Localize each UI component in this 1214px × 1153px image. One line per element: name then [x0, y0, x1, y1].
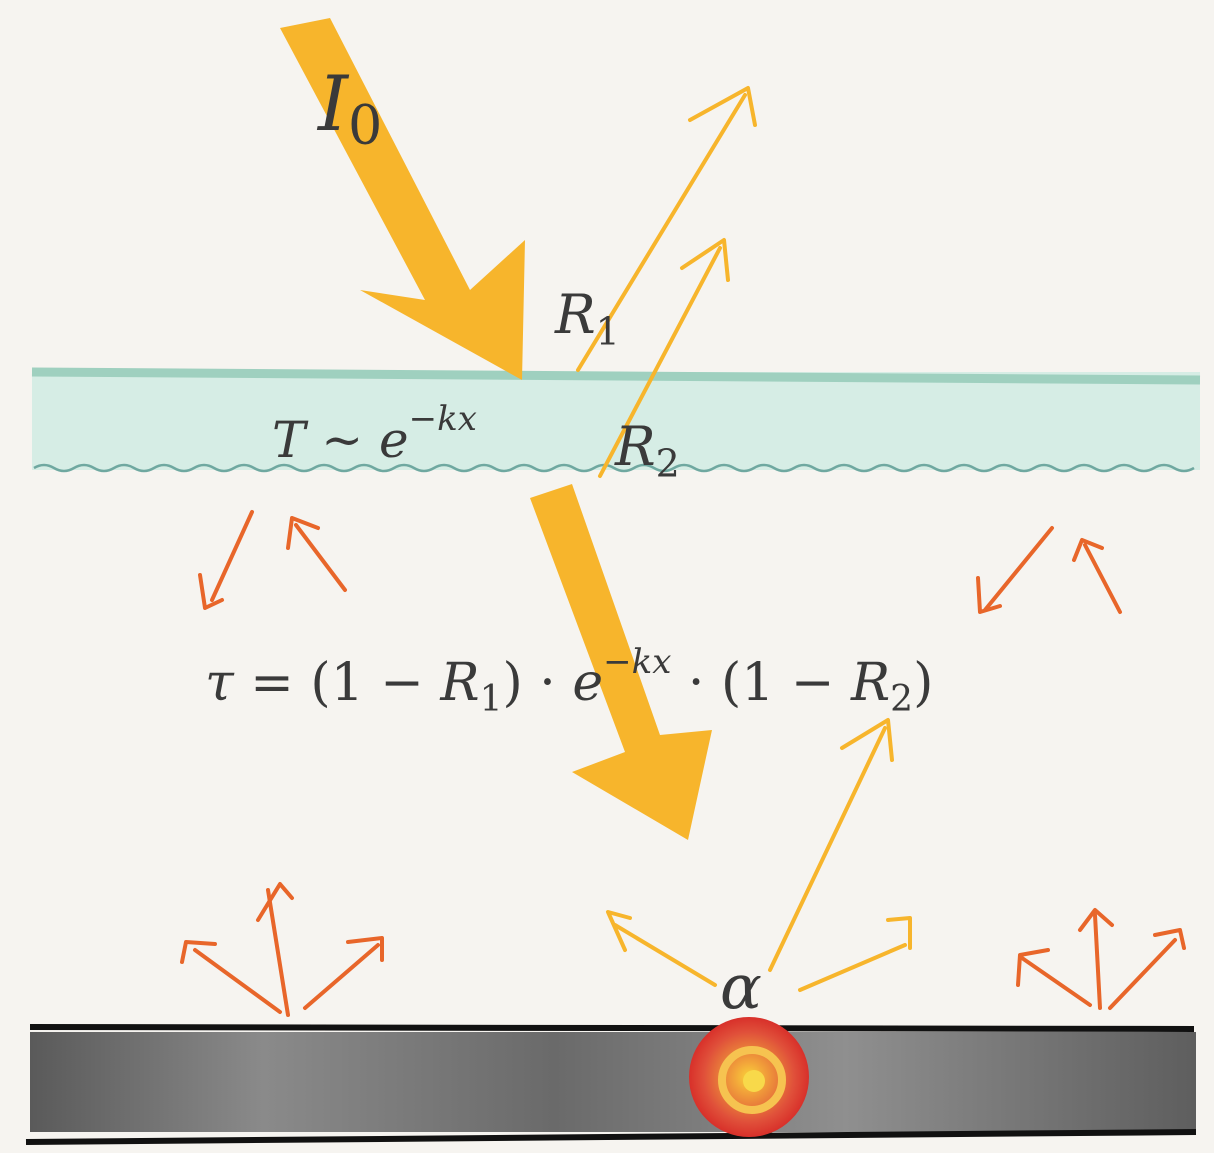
hot-spot: [689, 1017, 809, 1137]
formula-r2: R: [851, 653, 891, 714]
reflected-ray-r2: [598, 238, 730, 478]
r1-sub: 1: [595, 309, 620, 354]
absorber-plate: [25, 1024, 1197, 1145]
transmitted-beam-arrow: [530, 484, 712, 840]
transmission-exp: −kx: [408, 399, 477, 439]
formula-label: τ = (1 − R1) · e−kx · (1 − R2): [205, 645, 933, 718]
formula-e: e: [572, 653, 604, 714]
formula-tau: τ: [205, 653, 234, 714]
formula-part3: · (1 −: [671, 653, 851, 714]
r2-sub: 2: [655, 441, 680, 486]
absorber-reflected-ray: [768, 718, 894, 972]
formula-r2-sub: 2: [890, 678, 914, 720]
scatter-arrows-yellow: [606, 910, 912, 992]
reflection-top-label: R1: [555, 288, 620, 354]
alpha-symbol: α: [720, 950, 762, 1023]
formula-r1-sub: 1: [479, 678, 503, 720]
r1-main: R: [555, 283, 596, 346]
formula-exp: −kx: [603, 642, 672, 682]
heat-arrows-glass: [198, 510, 1122, 614]
transmission-op: ~: [305, 411, 380, 470]
incident-beam-arrow: [280, 18, 525, 380]
incident-sub: 0: [348, 93, 383, 157]
transmission-lhs: T: [272, 411, 306, 470]
transmission-base: e: [379, 411, 409, 470]
heat-arrows-absorber: [180, 882, 1186, 1017]
incident-main: I: [318, 59, 349, 148]
reflected-ray-r1: [576, 86, 757, 372]
incident-label: I0: [318, 66, 382, 153]
glass-pane: [31, 367, 1201, 473]
formula-r1: R: [440, 653, 480, 714]
reflection-bottom-label: R2: [615, 420, 680, 486]
r2-main: R: [615, 415, 656, 478]
transmission-label: T ~ e−kx: [272, 402, 477, 465]
absorptance-label: α: [720, 956, 762, 1018]
formula-part2: ) ·: [502, 653, 573, 714]
formula-part4: ): [913, 653, 934, 714]
formula-part1: = (1 −: [233, 653, 441, 714]
